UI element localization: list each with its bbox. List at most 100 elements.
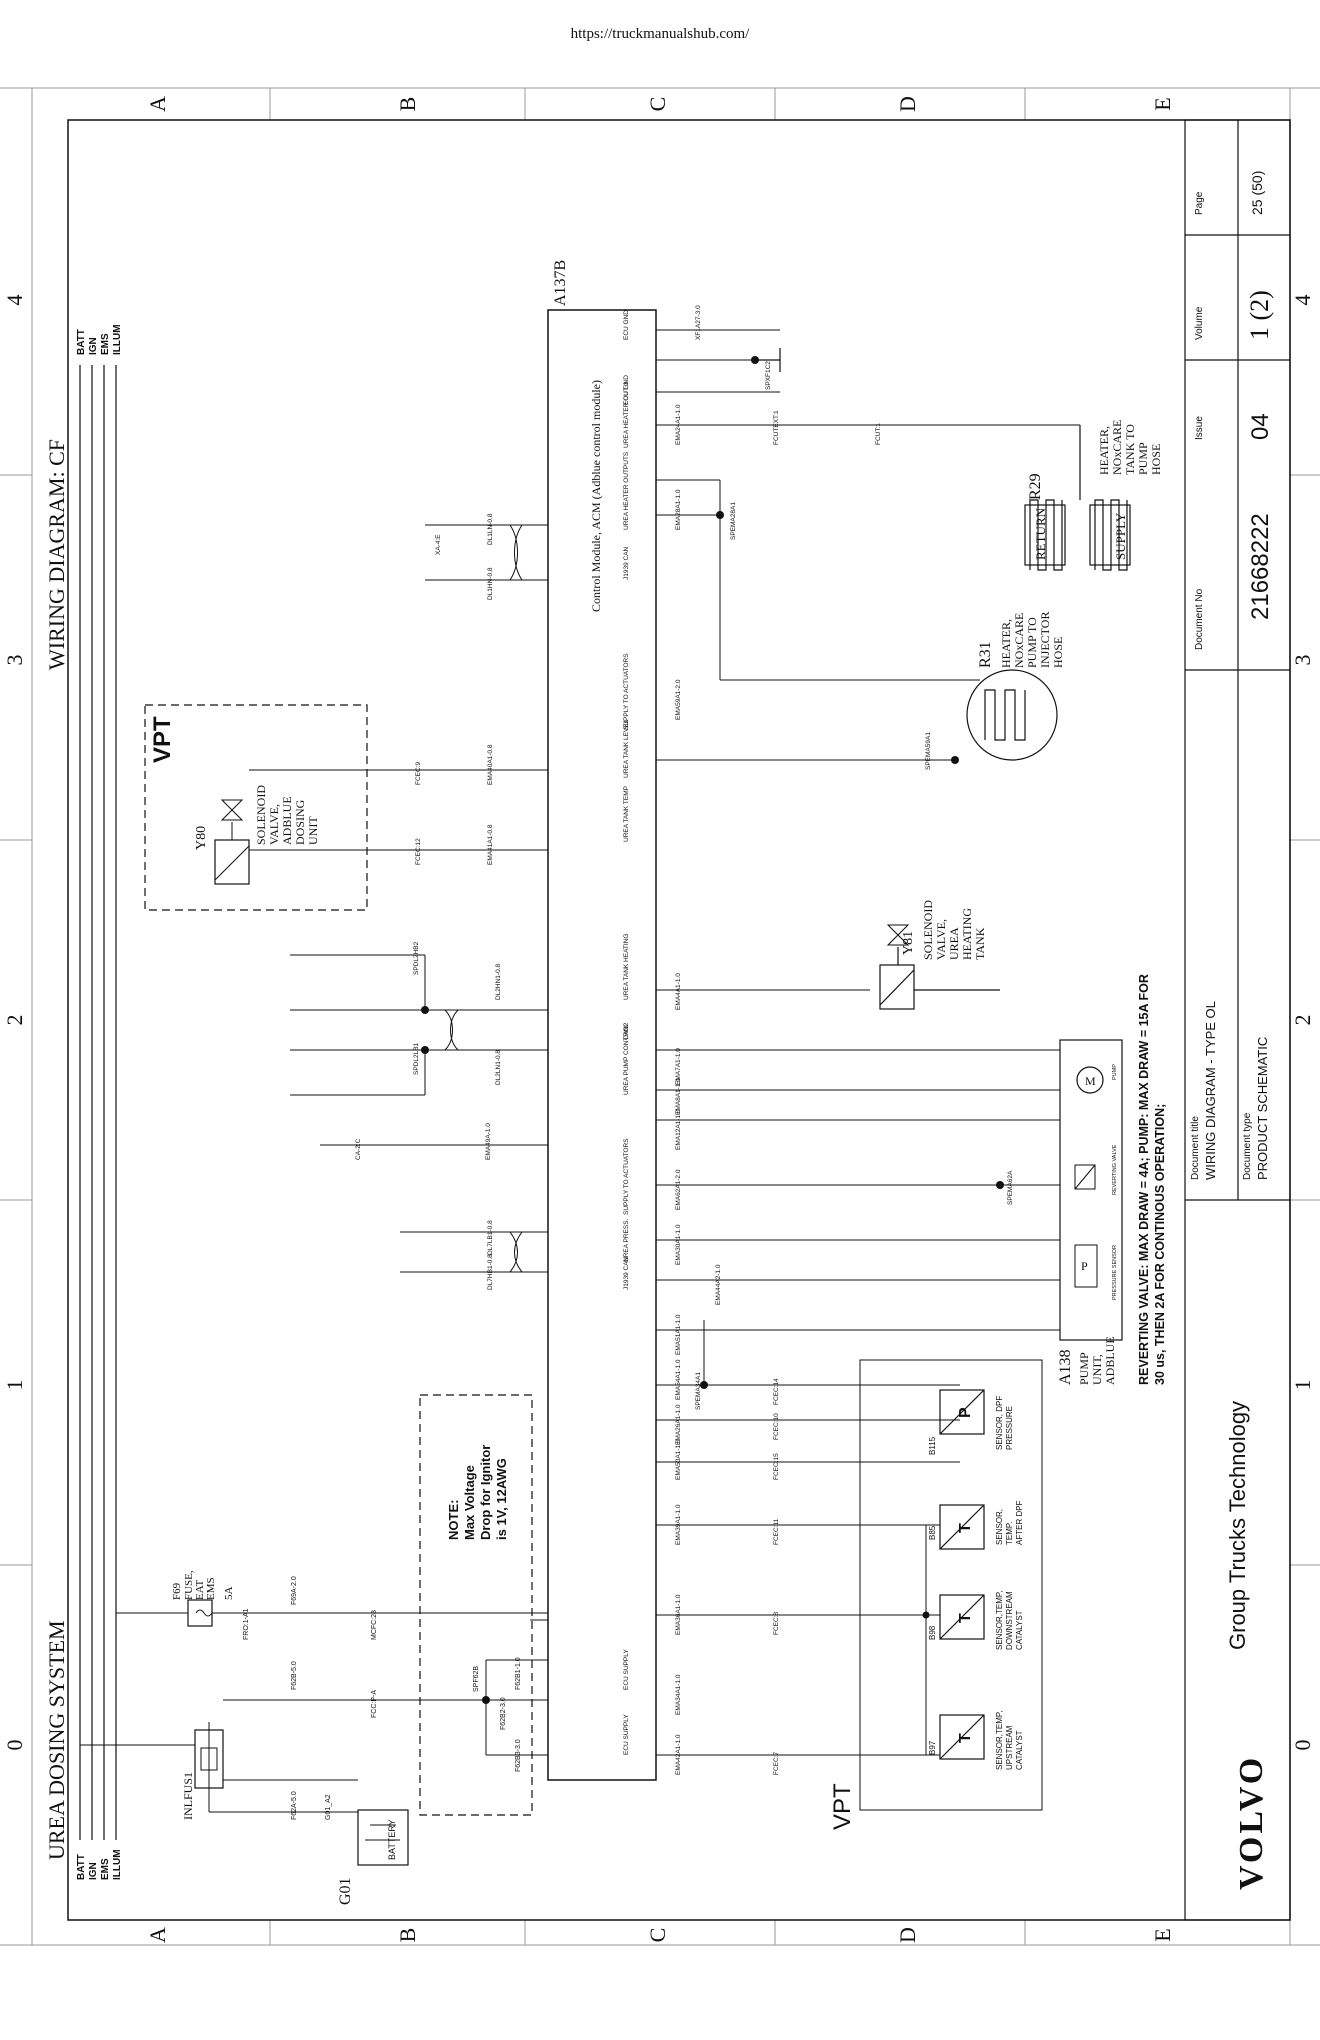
splice-spdl2l-label: SPDL2LB1: [413, 1042, 420, 1075]
conn-fcc-label: FCC:P-A: [371, 1690, 378, 1718]
wire-dl2h-label: DL2HN1-0.8: [495, 963, 502, 1000]
can-twist-2: [290, 1009, 548, 1051]
fuse-f69: [187, 1599, 213, 1627]
conn-g01-label: G01_A2: [325, 1794, 332, 1820]
b115-l1: SENSOR, DPF: [995, 1396, 1004, 1450]
b97-l1: SENSOR,TEMP,: [995, 1711, 1004, 1770]
wire-ems40-label: EMA40A1-0.8: [487, 744, 494, 785]
b85-l1: SENSOR,: [995, 1509, 1004, 1545]
zone-top-a: A: [145, 96, 170, 112]
vpt-label-bottom: VPT: [829, 1783, 856, 1830]
y80-wires: [249, 769, 548, 851]
r31-id: R31: [977, 641, 994, 668]
f69-l3: EMS: [205, 1577, 217, 1600]
conn-ca2c-label: CA-2:C: [355, 1138, 362, 1160]
acm-pin-ticks: [530, 524, 548, 1756]
wire-f62b2-label: F62B2-3.0: [500, 1697, 507, 1730]
note-l1: NOTE:: [446, 1500, 461, 1540]
rail-illum-bot: ILLUM: [112, 1849, 123, 1880]
pin-label-tank-temp: UREA TANK TEMP: [623, 786, 630, 842]
b115-l2: PRESSURE: [1005, 1406, 1014, 1450]
rail-batt-bot: BATT: [76, 1854, 87, 1880]
f69-l2: EAT: [194, 1580, 206, 1600]
wire-ems44-label: EMA44A2-1.0: [715, 1264, 722, 1305]
y80-l4: DOSING: [293, 799, 307, 845]
tb-issue-label: Issue: [1194, 416, 1205, 440]
y81-id: Y81: [901, 931, 916, 955]
r29-l2: NOxCARE: [1110, 420, 1124, 475]
wire-ems36-label: EMA36A1-1.0: [675, 1594, 682, 1635]
y80-l5: UNIT: [306, 816, 320, 845]
splice-spema62-label: SPEMA62A: [1007, 1170, 1014, 1205]
zone-left-4: 4: [2, 295, 27, 306]
b98-id: B98: [928, 1625, 937, 1640]
zone-bot-b: B: [395, 1928, 420, 1943]
f69-amp: 5A: [223, 1587, 235, 1601]
a138-l3: ADBLUE: [1103, 1336, 1117, 1385]
wire-ems8-label: EMA8A1-1.0: [675, 1078, 682, 1115]
zone-left-2: 2: [2, 1015, 27, 1026]
zone-right-2: 2: [1290, 1015, 1315, 1026]
b97-sym: T: [957, 1733, 974, 1743]
zone-left-3: 3: [2, 655, 27, 666]
pin-label-can2: CAN2: [623, 1022, 630, 1040]
wire-ems24-label: EMA24A1-1.0: [675, 404, 682, 445]
acm-id: A137B: [552, 260, 569, 306]
wire-ems50-label: EMA50A1-1.0: [675, 1439, 682, 1480]
acm-name: Control Module, ACM (Adblue control modu…: [589, 380, 603, 612]
b97-l2: UPSTREAM: [1005, 1725, 1014, 1770]
zone-right-4: 4: [1290, 295, 1315, 306]
wire-f62b1-label: F62B1-1.0: [515, 1657, 522, 1690]
pin-label-urea-press: UREA PRESS.: [623, 1218, 630, 1262]
zone-frame: [0, 87, 1320, 1946]
r29-supply: SUPPLY: [1113, 512, 1128, 560]
rail-batt-top: BATT: [76, 329, 87, 355]
conn-fcut-label: FCUT:1: [875, 423, 882, 445]
zone-top-b: B: [395, 97, 420, 112]
conn-fcec14-label: FCEC:14: [773, 1378, 780, 1405]
splice-spf62b: [482, 1696, 490, 1704]
b85-id: B85: [928, 1525, 937, 1540]
b98-l3: CATALYST: [1015, 1610, 1024, 1650]
rail-ign-bot: IGN: [88, 1862, 99, 1880]
tb-docno: 21668222: [1247, 513, 1274, 620]
conn-xa4-label: XA-4:E: [435, 534, 442, 555]
wire-dl1h-label: DL1HN-0.8: [487, 567, 494, 600]
rail-ems-bot: EMS: [100, 1858, 111, 1880]
inlfus1-fuse: [194, 1722, 224, 1796]
r29-return: RETURN: [1033, 507, 1048, 560]
inner-border: [67, 119, 1291, 1921]
conn-fcutext-label: FCUTEXT:1: [773, 410, 780, 445]
pin-label-ecu-gnd: ECU GND: [623, 310, 630, 340]
r29-id: R29: [1027, 473, 1044, 500]
sensor-b98: [939, 1594, 985, 1640]
wire-ems26-label: EMA26A1-1.0: [675, 1404, 682, 1445]
tb-volume-label: Volume: [1194, 306, 1205, 340]
can-twist-3: [400, 1231, 548, 1273]
conn-fcec10-label: FCEC:10: [773, 1413, 780, 1440]
conn-fcec8-label: FCEC:8: [773, 1612, 780, 1636]
reverting-valve: [1074, 1164, 1096, 1190]
zone-right-1: 1: [1290, 1380, 1315, 1391]
wire-ems34-label: EMA34A1-1.0: [675, 1674, 682, 1715]
pin-label-pump-ctrl: UREA PUMP CONTROL: [623, 1023, 630, 1095]
sensor-links: [920, 1524, 940, 1756]
r31-l5: HOSE: [1051, 637, 1065, 668]
tb-doctype: PRODUCT SCHEMATIC: [1255, 1037, 1270, 1180]
splice-spdl2-label: SPDL2HB2: [413, 941, 420, 975]
wire-f62b3-label: F62B3-3.0: [515, 1739, 522, 1772]
acm-module-box: [547, 309, 657, 1781]
b98-sym: T: [957, 1613, 974, 1623]
reverting-note-l2: 30 us, THEN 2A FOR CONTINOUS OPERATION;: [1153, 1104, 1167, 1385]
pin-label-supply-act: SUPPLY TO ACTUATORS: [623, 653, 630, 730]
source-url[interactable]: https://truckmanualshub.com/: [570, 26, 750, 42]
wire-ems51-label: EMA51A1-1.0: [675, 1314, 682, 1355]
pin-label-ecu-gnd-2: ECU GND: [623, 375, 630, 405]
pin-label-tank-heating: UREA TANK HEATING: [623, 934, 630, 1000]
pressure-p: P: [1081, 1259, 1088, 1273]
note-l2: Max Voltage: [462, 1465, 477, 1540]
splice-spf62b-label: SPF62B: [473, 1666, 480, 1692]
zone-top-e: E: [1150, 97, 1175, 110]
pin-label-tank-level: UREA TANK LEVEL: [623, 719, 630, 778]
f69-id: F69: [171, 1582, 183, 1600]
